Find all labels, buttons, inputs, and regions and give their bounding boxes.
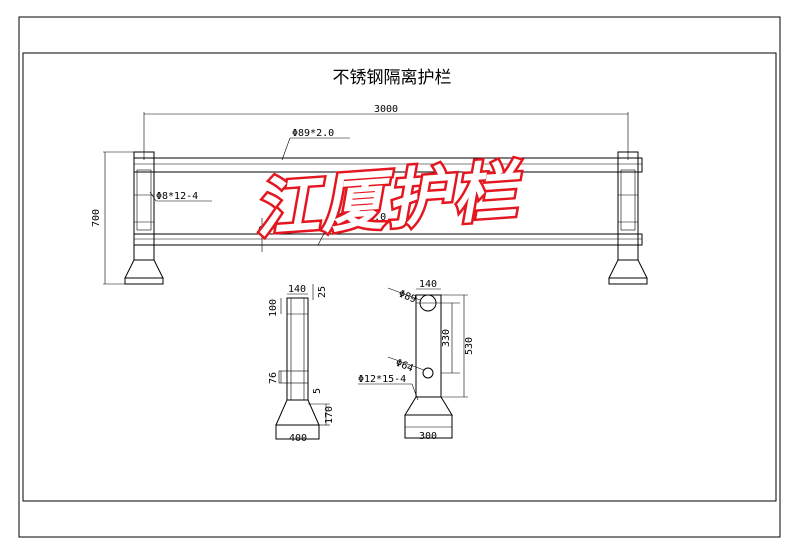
dim-plate-bolt: Φ12*15-4 <box>358 374 406 385</box>
dim-rail-top: Φ89*2.0 <box>292 128 334 139</box>
end-plate <box>415 294 442 398</box>
hole-bottom <box>422 367 434 379</box>
dim-side-gap: 25 <box>317 286 328 298</box>
dim-span: 3000 <box>374 104 398 115</box>
drawing-title: 不锈钢隔离护栏 <box>333 68 452 88</box>
dim-plate-height: 530 <box>464 337 475 355</box>
dim-plate-width: 140 <box>419 279 437 290</box>
plate-view: 140 Φ89 Φ64 330 530 Φ12*15-4 300 <box>358 279 475 442</box>
dim-side-mid: 76 <box>268 372 279 384</box>
front-elevation: 3000 700 Φ89*2.0 Φ8*12-4 <box>91 104 648 285</box>
inner-border <box>22 52 777 502</box>
right-base <box>608 259 648 279</box>
dim-side-small: 5 <box>312 388 323 394</box>
left-base <box>124 259 164 279</box>
dim-bolt-post: Φ8*12-4 <box>156 191 198 202</box>
outer-border <box>18 16 781 538</box>
dim-height: 700 <box>91 209 102 227</box>
dim-side-top-depth: 100 <box>268 299 279 317</box>
dim-rail-bottom: Φ63.5*2.0 <box>332 212 386 223</box>
watermark-logo: 江厦护栏 <box>252 154 526 248</box>
dim-plate-base-width: 300 <box>419 431 437 442</box>
dim-hole-bottom: Φ64 <box>394 358 415 375</box>
dim-side-base-width: 400 <box>289 433 307 444</box>
plate-base <box>404 396 453 416</box>
side-post <box>286 297 309 401</box>
dim-side-width: 140 <box>288 284 306 295</box>
dim-hole-top: Φ89 <box>397 289 418 306</box>
dim-plate-spacing: 330 <box>441 329 452 347</box>
side-view: 140 25 100 76 5 170 400 <box>268 284 335 444</box>
dim-side-base-height: 170 <box>324 406 335 424</box>
